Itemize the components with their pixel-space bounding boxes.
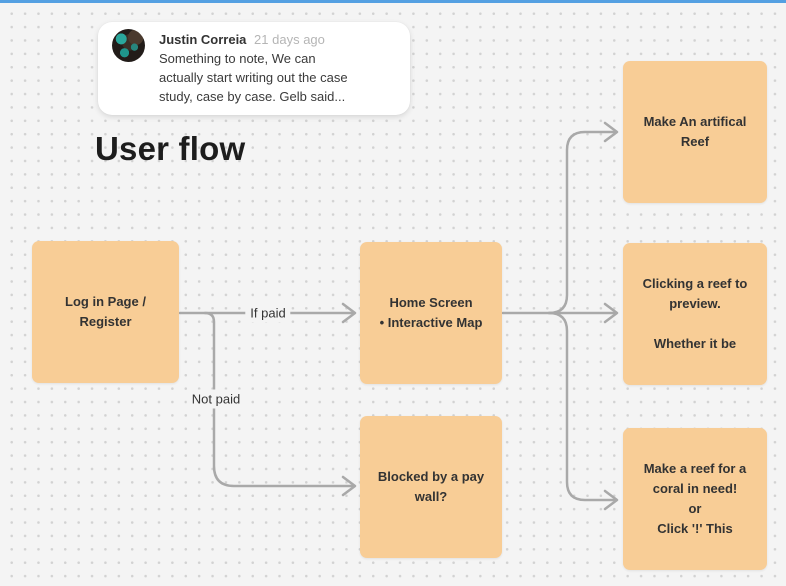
canvas-top-border — [0, 0, 786, 3]
node-coral-in-need[interactable]: Make a reef for a coral in need! or Clic… — [623, 428, 767, 570]
arrowhead-icon — [603, 121, 619, 143]
arrowhead-icon — [341, 475, 357, 497]
node-artificial-reef[interactable]: Make An artifical Reef — [623, 61, 767, 203]
connector-home-preview[interactable] — [501, 302, 619, 324]
page-title[interactable]: User flow — [95, 130, 246, 167]
avatar — [112, 29, 145, 62]
comment-body: Something to note, We can actually start… — [159, 51, 348, 104]
arrowhead-icon — [603, 489, 619, 511]
node-paywall[interactable]: Blocked by a pay wall? — [360, 416, 502, 558]
connector-home-artificial-reef[interactable] — [547, 121, 619, 315]
edge-label-not-paid[interactable]: Not paid — [186, 389, 246, 409]
connector-home-coral-need[interactable] — [547, 311, 619, 511]
edge-label-if-paid[interactable]: If paid — [245, 303, 291, 323]
connector-login-paywall[interactable] — [203, 311, 357, 497]
node-login-register[interactable]: Log in Page / Register — [32, 241, 179, 383]
arrowhead-icon — [341, 302, 357, 324]
arrowhead-icon — [603, 302, 619, 324]
comment-bubble[interactable]: Justin Correia 21 days ago Something to … — [98, 22, 410, 115]
comment-header: Justin Correia 21 days ago — [159, 30, 399, 49]
node-home-screen[interactable]: Home Screen • Interactive Map — [360, 242, 502, 384]
node-preview-reef[interactable]: Clicking a reef to preview. Whether it b… — [623, 243, 767, 385]
comment-author: Justin Correia — [159, 32, 247, 47]
comment-timestamp: 21 days ago — [254, 32, 325, 47]
